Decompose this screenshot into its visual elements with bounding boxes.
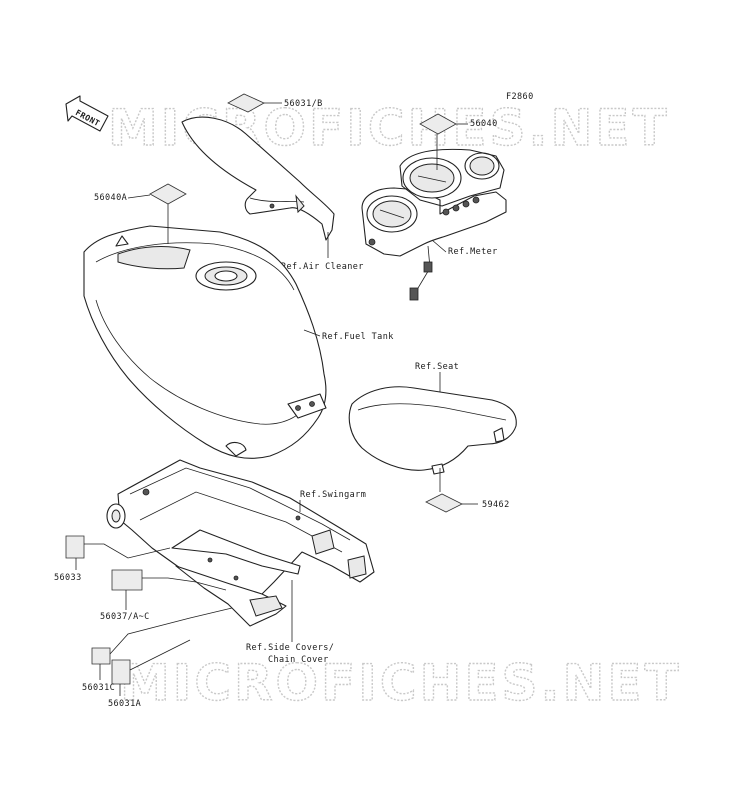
sticker-56040a — [149, 183, 187, 205]
label-ref-side-covers: Ref.Side Covers/ — [246, 643, 334, 653]
label-56040: 56040 — [470, 119, 498, 129]
front-arrow-icon: FRONT — [65, 95, 109, 132]
label-56037: 56037/A~C — [100, 612, 150, 622]
label-ref-air-cleaner: Ref.Air Cleaner — [281, 262, 364, 272]
label-ref-swingarm: Ref.Swingarm — [300, 490, 366, 500]
sticker-56031c — [91, 647, 111, 665]
label-56031b: 56031/B — [284, 99, 323, 109]
watermark-bottom: MICROFICHES.NET — [120, 654, 682, 712]
label-ref-fuel-tank: Ref.Fuel Tank — [322, 332, 394, 342]
label-ref-meter: Ref.Meter — [448, 247, 498, 257]
figure-code: F2860 — [506, 92, 534, 102]
sticker-56033 — [65, 535, 85, 559]
swingarm — [106, 459, 375, 627]
label-chain-cover: Chain Cover — [268, 655, 329, 665]
sticker-56031a — [111, 659, 131, 685]
sticker-59462 — [425, 493, 463, 513]
meter-assembly — [361, 148, 507, 301]
fuel-tank — [83, 225, 327, 459]
seat — [348, 386, 517, 475]
label-56033: 56033 — [54, 573, 82, 583]
label-59462: 59462 — [482, 500, 510, 510]
air-cleaner-cover — [181, 116, 335, 241]
label-ref-seat: Ref.Seat — [415, 362, 459, 372]
label-56040a: 56040A — [94, 193, 127, 203]
label-56031c: 56031C — [82, 683, 115, 693]
label-56031a: 56031A — [108, 699, 141, 709]
sticker-56037 — [111, 569, 143, 591]
